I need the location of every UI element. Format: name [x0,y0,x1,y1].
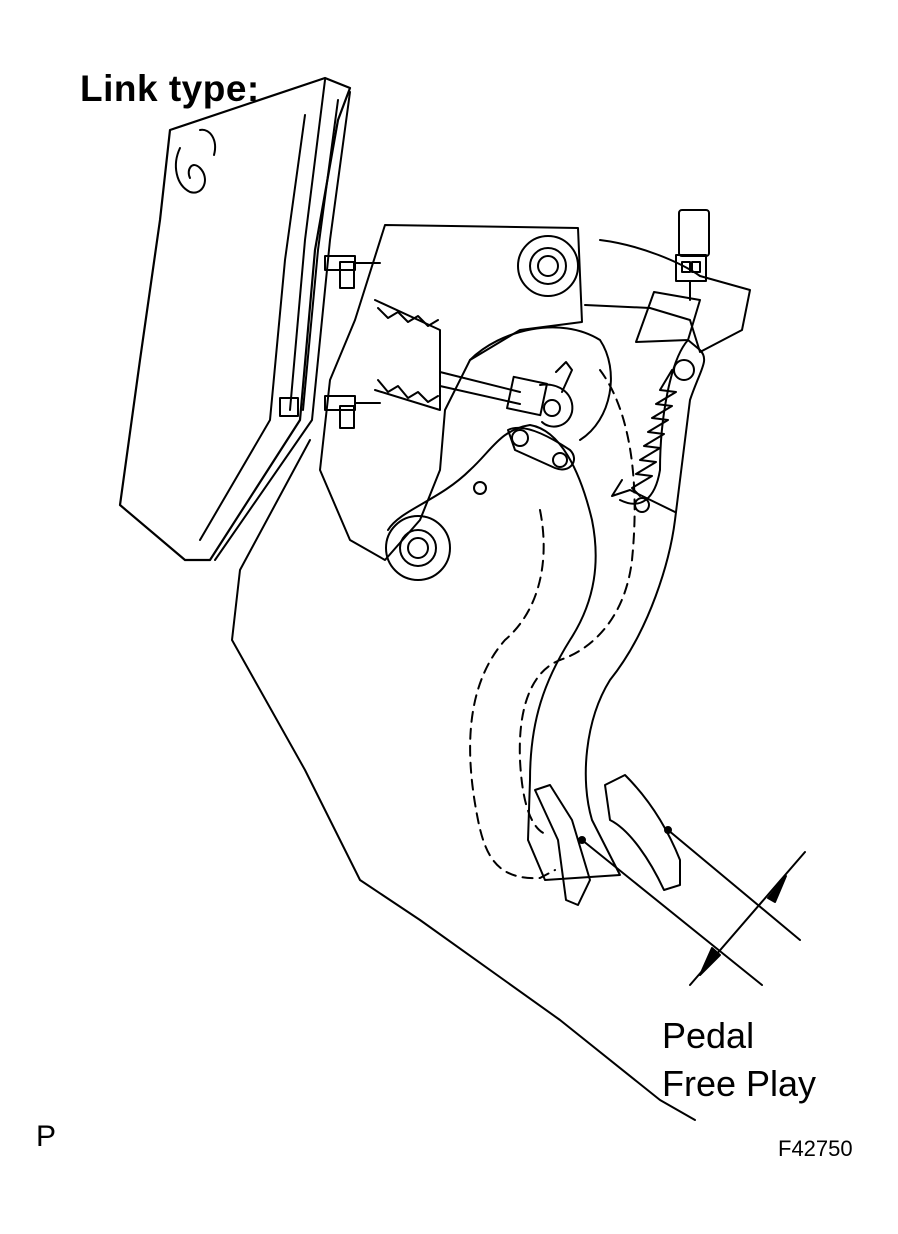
pedal-pad-dashed-position [534,784,591,906]
floor-line [231,439,696,1121]
figure-id: F42750 [778,1136,853,1161]
corner-letter: P [36,1120,57,1153]
clevis-link [506,361,575,471]
return-spring [611,359,695,513]
free-play-callout: Pedal Free Play [662,1012,816,1108]
pushrod-boot [374,299,521,411]
pedal-bracket [319,224,751,561]
diagram-heading: Link type: [80,68,260,109]
pivot-bolt-upper [517,235,579,297]
mounting-studs [279,255,381,429]
pedal-pad [604,774,681,891]
pedal-depressed-outline [469,369,636,880]
free-play-callout-line2: Free Play [662,1063,817,1104]
pedal-lever [385,339,706,881]
free-play-callout-line1: Pedal [662,1015,755,1056]
stop-lamp-switch [635,209,710,343]
brake-booster [118,76,352,562]
free-play-dimension [578,826,806,986]
